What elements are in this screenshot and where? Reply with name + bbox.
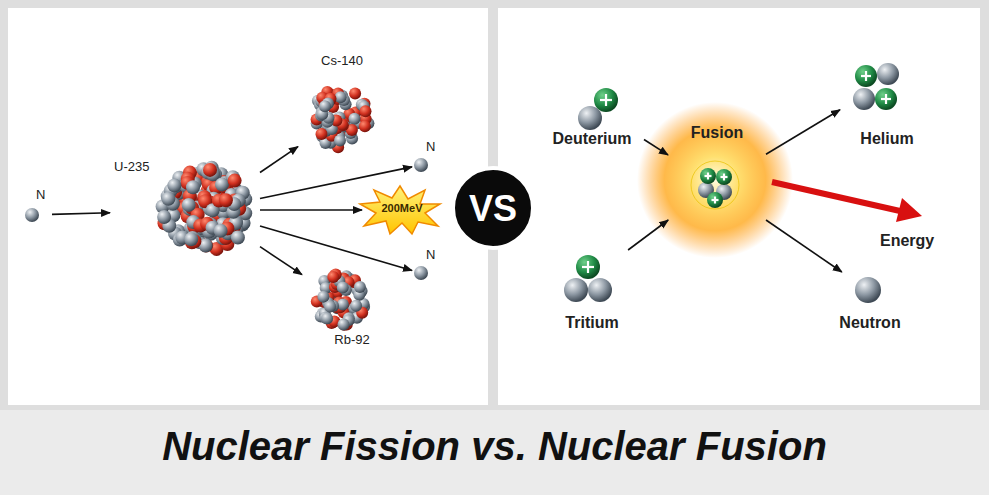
node-label: Helium <box>840 130 934 148</box>
versus-badge: VS <box>451 166 535 250</box>
particle-node: N <box>22 188 52 224</box>
node-label: U-235 <box>114 160 149 175</box>
fission-panel <box>8 8 488 405</box>
reaction-arrow <box>766 110 840 155</box>
proton-ball <box>875 88 897 110</box>
neutron-ball <box>578 106 602 130</box>
energy-node: 200MeV <box>362 190 442 230</box>
reaction-arrow <box>52 213 110 215</box>
isotope-node: Helium <box>840 58 934 150</box>
particle-node: N <box>412 248 444 280</box>
nucleus-node: Rb-92 <box>302 266 402 350</box>
proton-ball <box>855 65 877 87</box>
node-label: Neutron <box>826 314 914 332</box>
node-label: N <box>36 188 45 203</box>
caption: Nuclear Fission vs. Nuclear Fusion <box>0 424 989 468</box>
particle-node: N <box>412 140 444 172</box>
reaction-arrow <box>260 247 302 275</box>
node-label: VS <box>455 188 531 229</box>
nucleus-node: U-235 <box>110 158 260 264</box>
reaction-arrow <box>644 140 668 155</box>
particle-node: Neutron <box>826 272 914 334</box>
reaction-arrow <box>260 147 298 173</box>
energy-arrowhead <box>896 198 922 222</box>
isotope-node: Tritium <box>545 250 639 334</box>
neutron-ball <box>564 278 588 302</box>
fusion-glow <box>637 102 793 258</box>
energy-arrow <box>772 182 900 211</box>
cesium-nucleus <box>311 86 375 153</box>
node-label: 200MeV <box>362 202 442 215</box>
node-label: Fusion <box>668 124 766 142</box>
neutron-ball <box>853 88 875 110</box>
reaction-arrow <box>766 220 842 272</box>
fusion-node: Fusion <box>668 120 766 220</box>
reaction-arrow <box>628 220 668 250</box>
fusion-panel <box>498 8 980 405</box>
uranium-nucleus <box>156 161 253 256</box>
reaction-arrow <box>260 209 362 211</box>
neutron-ball <box>25 208 39 222</box>
neutron-ball <box>414 266 428 280</box>
nucleus-node: Cs-140 <box>298 54 386 156</box>
neutron-ball <box>588 278 612 302</box>
node-label: N <box>426 248 435 263</box>
proton-ball <box>594 88 618 112</box>
node-label: N <box>426 140 435 155</box>
reaction-arrow <box>260 226 412 270</box>
neutron-ball <box>855 277 881 303</box>
node-label: Rb-92 <box>302 333 402 348</box>
rubidium-nucleus <box>311 269 370 331</box>
proton-ball <box>576 255 600 279</box>
neutron-ball <box>414 158 428 172</box>
reaction-arrow <box>260 167 412 199</box>
energy-label: Energy <box>880 232 934 250</box>
neutron-ball <box>877 63 899 85</box>
node-label: Cs-140 <box>298 54 386 69</box>
isotope-node: Deuterium <box>540 84 644 150</box>
node-label: Deuterium <box>540 130 644 148</box>
node-label: Tritium <box>545 314 639 332</box>
